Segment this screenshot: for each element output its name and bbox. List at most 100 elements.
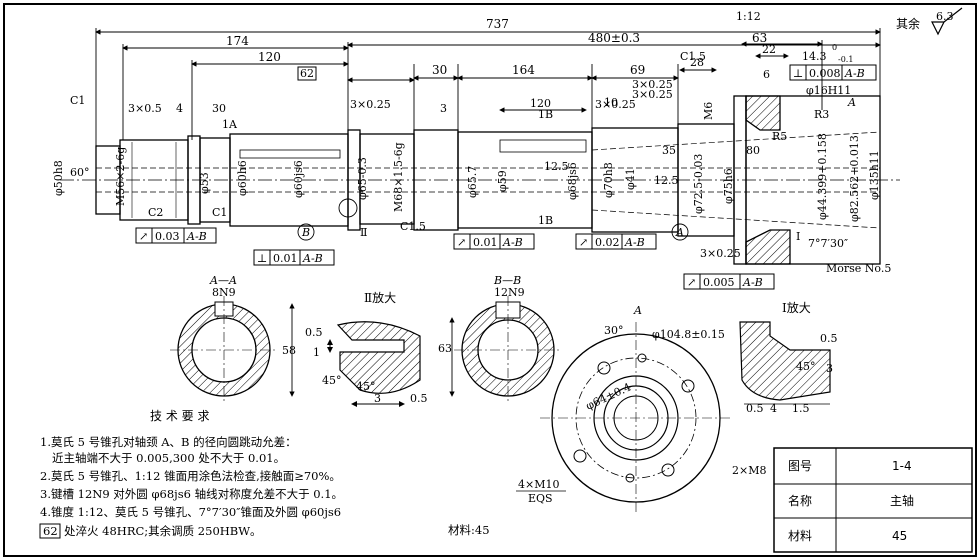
svg-text:80: 80 [746, 144, 760, 157]
svg-text:63: 63 [438, 342, 452, 355]
title-block: 图号 1-4 名称 主轴 材料 45 [773, 447, 973, 553]
svg-text:0.5: 0.5 [305, 326, 323, 339]
svg-text:3×0.25: 3×0.25 [595, 98, 636, 111]
svg-text:45: 45 [892, 529, 907, 543]
svg-text:φ65-0.3: φ65-0.3 [356, 157, 369, 200]
svg-text:Ⅱ放大: Ⅱ放大 [364, 290, 396, 305]
tol-frame-3: ↗ 0.01 A-B [453, 233, 535, 250]
svg-text:↗: ↗ [139, 230, 148, 243]
svg-text:12.5: 12.5 [544, 160, 569, 173]
svg-text:1-4: 1-4 [892, 459, 912, 473]
default-roughness: 其余 6.3 [896, 7, 963, 36]
svg-text:69: 69 [630, 63, 645, 77]
svg-text:4: 4 [770, 402, 777, 415]
detail-1: Ⅰ放大 0.5 3 45° 0.5 4 1.5 [739, 300, 838, 415]
svg-text:737: 737 [486, 17, 509, 31]
svg-text:2×M8: 2×M8 [732, 464, 766, 477]
svg-text:0: 0 [832, 43, 837, 52]
svg-text:φ60h6: φ60h6 [236, 160, 249, 196]
svg-text:6: 6 [763, 68, 770, 81]
svg-text:φ135h11: φ135h11 [868, 150, 881, 200]
svg-text:处淬火 48HRC;其余调质 250HBW。: 处淬火 48HRC;其余调质 250HBW。 [64, 524, 262, 538]
tol-frame-4: ↗ 0.02 A-B [575, 233, 657, 250]
svg-text:A-B: A-B [844, 67, 865, 80]
svg-text:φ53: φ53 [198, 172, 211, 194]
svg-text:↗: ↗ [579, 236, 588, 249]
detail-2: Ⅱ放大 0.5 1 45° 45° 3 0.5 [305, 290, 428, 407]
svg-text:0.02: 0.02 [595, 236, 620, 249]
svg-text:8N9: 8N9 [212, 286, 236, 299]
svg-text:φ75h6: φ75h6 [722, 168, 735, 204]
svg-text:⊥: ⊥ [793, 67, 803, 80]
svg-text:4×M10: 4×M10 [518, 478, 559, 491]
svg-text:3: 3 [440, 102, 447, 115]
svg-text:3: 3 [826, 362, 833, 375]
svg-text:62: 62 [43, 524, 58, 538]
svg-text:3×0.25: 3×0.25 [350, 98, 391, 111]
svg-text:3.键槽 12N9 对外圆 φ68js6 轴线对称度允差不大: 3.键槽 12N9 对外圆 φ68js6 轴线对称度允差不大于 0.1。 [40, 487, 343, 501]
svg-text:近主轴端不大于 0.005,300 处不大于 0.01。: 近主轴端不大于 0.005,300 处不大于 0.01。 [52, 451, 285, 465]
svg-text:φ50h8: φ50h8 [52, 160, 65, 196]
svg-text:B—B: B—B [493, 274, 521, 287]
svg-text:φ59: φ59 [496, 170, 509, 192]
svg-text:0.008: 0.008 [809, 67, 841, 80]
svg-text:3×0.25: 3×0.25 [632, 88, 673, 101]
svg-text:62: 62 [300, 67, 314, 80]
sheet-border [3, 3, 977, 557]
svg-text:C1.5: C1.5 [400, 220, 426, 233]
tol-frame-1: ↗ 0.03 A-B [135, 227, 217, 244]
svg-text:30: 30 [212, 102, 226, 115]
tol-frame-2: ⊥ 0.01 A-B [253, 249, 335, 266]
svg-text:↗: ↗ [687, 276, 696, 289]
svg-text:58: 58 [282, 344, 296, 357]
svg-text:30: 30 [432, 63, 447, 77]
svg-text:-0.1: -0.1 [838, 55, 853, 64]
tol-frame-5: ↗ 0.005 A-B [683, 273, 775, 290]
svg-text:0.5: 0.5 [746, 402, 764, 415]
shaft-main-view [60, 95, 900, 265]
svg-text:6.3: 6.3 [936, 10, 954, 23]
svg-text:1:12: 1:12 [736, 10, 761, 23]
svg-text:45°: 45° [796, 360, 816, 373]
svg-text:φ64±0.4: φ64±0.4 [584, 380, 633, 412]
svg-text:A-B: A-B [186, 230, 207, 243]
svg-text:12N9: 12N9 [494, 286, 525, 299]
svg-text:⊥: ⊥ [257, 252, 267, 265]
svg-text:EQS: EQS [528, 492, 553, 505]
svg-text:C2: C2 [148, 206, 163, 219]
dimension-texts: 737 480±0.3 174 120 62 30 164 69 63 28 2… [70, 10, 891, 275]
svg-text:C1: C1 [212, 206, 227, 219]
svg-text:↗: ↗ [457, 236, 466, 249]
svg-text:120: 120 [258, 50, 281, 64]
svg-text:45°: 45° [322, 374, 342, 387]
view-a: A 30° φ104.8±0.15 φ64±0.4 4×M10 EQS 2×M8 [516, 304, 766, 514]
svg-text:A-B: A-B [302, 252, 323, 265]
svg-text:名称: 名称 [788, 493, 812, 508]
svg-text:φ44.399+0.158: φ44.399+0.158 [816, 133, 829, 220]
svg-text:Ⅰ放大: Ⅰ放大 [782, 300, 811, 315]
svg-text:C1: C1 [70, 94, 85, 107]
diameter-labels: φ50h8 M56×2-6g φ53 φ60h6 φ60js6 φ65-0.3 … [52, 84, 881, 222]
svg-text:A: A [847, 96, 856, 109]
svg-text:3×0.25: 3×0.25 [632, 78, 673, 91]
svg-text:A: A [633, 304, 642, 317]
svg-text:技 术 要 求: 技 术 要 求 [150, 409, 209, 423]
svg-text:30°: 30° [604, 324, 624, 337]
svg-text:1B: 1B [538, 108, 553, 121]
svg-text:7°7′30″: 7°7′30″ [808, 237, 848, 250]
svg-text:Morse No.5: Morse No.5 [826, 262, 891, 275]
svg-text:0.03: 0.03 [155, 230, 180, 243]
svg-text:14.3: 14.3 [802, 50, 827, 63]
svg-text:28: 28 [690, 56, 704, 69]
section-bb: B—B 12N9 63 [438, 274, 562, 404]
svg-text:3×0.5: 3×0.5 [128, 102, 162, 115]
svg-text:M68×1.5-6g: M68×1.5-6g [392, 142, 405, 212]
svg-text:22: 22 [762, 43, 776, 56]
svg-text:1.5: 1.5 [792, 402, 810, 415]
svg-text:174: 174 [226, 34, 249, 48]
svg-text:φ16H11: φ16H11 [806, 84, 851, 97]
svg-text:R3: R3 [814, 108, 829, 121]
svg-text:Ⅱ: Ⅱ [360, 226, 367, 239]
svg-text:2.莫氏 5 号锥孔、1:12 锥面用涂色法检查,接触面≥7: 2.莫氏 5 号锥孔、1:12 锥面用涂色法检查,接触面≥70%。 [40, 469, 341, 483]
